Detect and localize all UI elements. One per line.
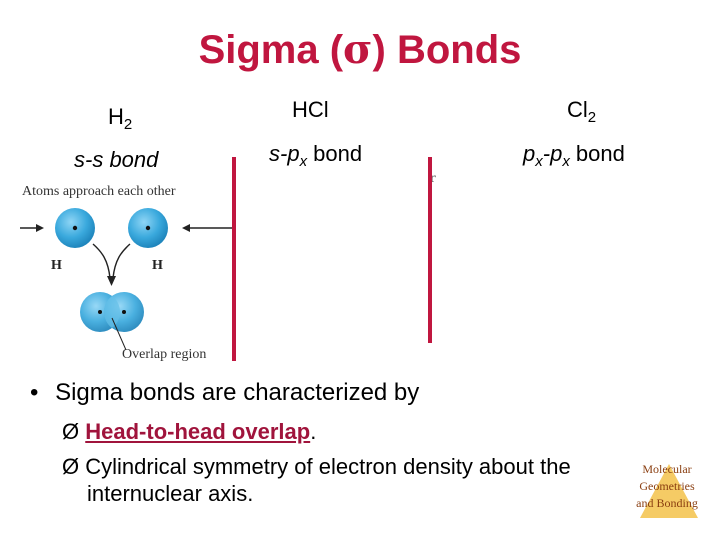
- bullet-marker: •: [30, 379, 39, 406]
- molecule-h2-base: H: [108, 104, 124, 129]
- title-suffix: ) Bonds: [372, 28, 522, 72]
- bond-label-pxpx-dash: -p: [542, 141, 563, 166]
- bond-label-spx-a: s-p: [269, 141, 300, 166]
- diagram-caption: Atoms approach each other: [22, 184, 176, 199]
- molecule-h2: H2: [108, 104, 133, 133]
- molecule-cl2-sub: 2: [587, 109, 597, 126]
- nucleus-overlap-right: [122, 310, 126, 314]
- footer-triangle-icon: [640, 464, 698, 518]
- nucleus-right: [145, 225, 151, 231]
- stray-fragment: r: [430, 171, 436, 185]
- arrow-right: [182, 224, 232, 232]
- title-prefix: Sigma (: [198, 28, 344, 72]
- molecule-hcl-base: HCl: [292, 97, 329, 122]
- atom-label-left: H: [51, 258, 62, 273]
- bond-label-pxpx-asub: x: [535, 153, 543, 170]
- bond-label-spx-sub: x: [299, 153, 308, 170]
- bond-label-pxpx-a: p: [523, 141, 536, 166]
- footer-line-2: Geometries: [639, 479, 695, 493]
- molecule-cl2-base: Cl: [567, 97, 588, 122]
- sub-bullet-marker-1: Ø: [62, 419, 80, 444]
- bond-label-ss: s-s bond: [74, 147, 158, 173]
- footer-line-1: Molecular: [642, 462, 692, 476]
- divider-left: [232, 157, 236, 361]
- sub-bullet-2-line-2: internuclear axis.: [87, 481, 254, 506]
- overlap-label: Overlap region: [122, 347, 206, 362]
- nucleus-left: [72, 225, 78, 231]
- sub-bullet-1: Ø Head-to-head overlap.: [62, 418, 316, 445]
- divider-right: [428, 157, 432, 343]
- arrow-left: [20, 224, 44, 232]
- molecule-h2-sub: 2: [123, 116, 133, 133]
- slide-title: Sigma (σ) Bonds: [0, 26, 720, 73]
- bond-label-spx: s-px bond: [269, 141, 363, 170]
- footer-text: Molecular Geometries and Bonding: [622, 461, 712, 512]
- footer-line-3: and Bonding: [636, 496, 698, 510]
- sub-bullet-2-line-1: Cylindrical symmetry of electron density…: [85, 454, 571, 479]
- atom-label-right: H: [152, 258, 163, 273]
- merge-arrows: [92, 243, 131, 286]
- sigma-symbol: σ: [343, 26, 373, 73]
- overlap-region: [104, 296, 120, 328]
- overlap-pointer: [111, 317, 127, 351]
- bullet-text: Sigma bonds are characterized by: [55, 379, 420, 406]
- sub-bullet-1-period: .: [310, 419, 317, 444]
- sub-bullet-marker-2: Ø: [62, 454, 80, 479]
- nucleus-overlap-left: [98, 310, 102, 314]
- sub-bullet-2: Ø Cylindrical symmetry of electron densi…: [62, 453, 622, 507]
- bond-label-pxpx: px-px bond: [523, 141, 625, 170]
- bond-label-ss-text: s-s bond: [74, 147, 159, 172]
- bond-label-pxpx-b: bond: [569, 141, 625, 166]
- bond-label-spx-b: bond: [307, 141, 363, 166]
- bond-label-pxpx-bsub: x: [562, 153, 570, 170]
- molecule-hcl: HCl: [292, 97, 329, 123]
- head-to-head-text: Head-to-head overlap: [85, 419, 311, 444]
- main-bullet: • Sigma bonds are characterized by: [30, 379, 419, 407]
- s-s-overlap-diagram: Atoms approach each other H H Overlap re…: [20, 184, 232, 362]
- molecule-cl2: Cl2: [567, 97, 597, 126]
